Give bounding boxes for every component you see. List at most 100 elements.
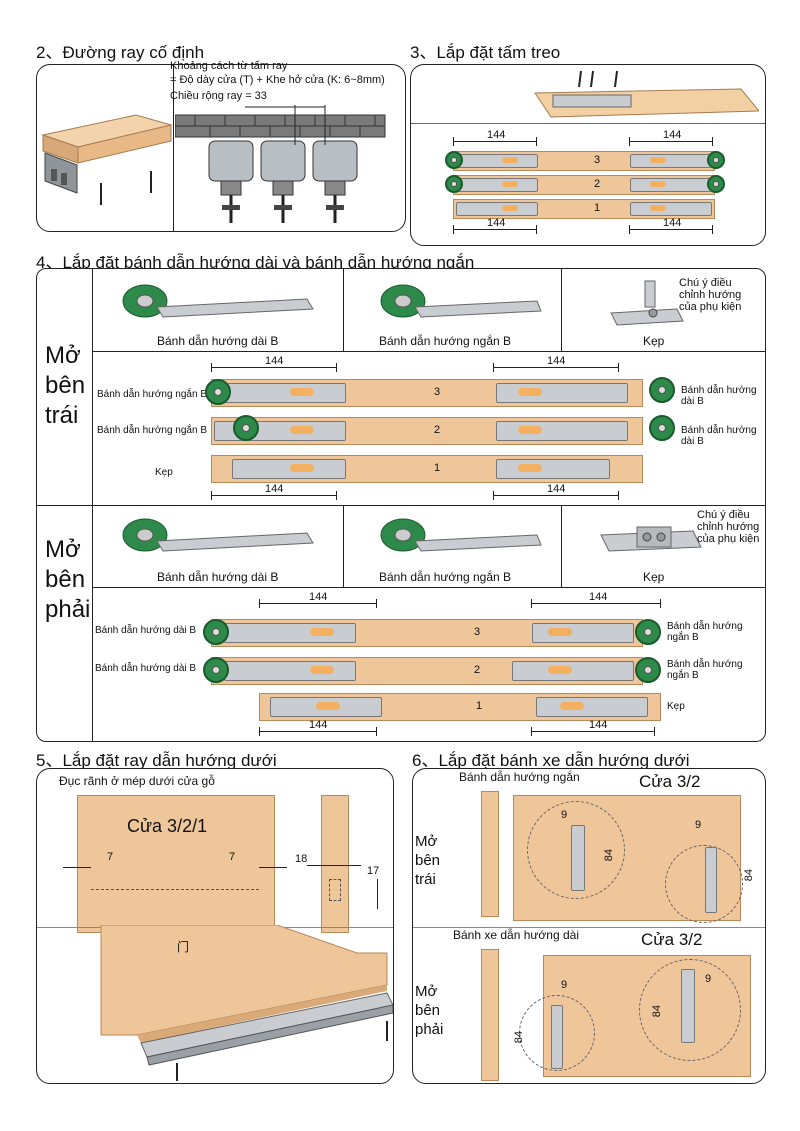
divider (92, 351, 765, 352)
guide-wheel-icon (203, 619, 229, 645)
section-2-title: 2、Đường ray cố định (36, 43, 205, 62)
fixed-rail-illustration (41, 114, 173, 205)
dim-label: 144 (487, 129, 506, 141)
dim-18: 18 (295, 853, 308, 865)
guide-bracket (681, 969, 695, 1043)
dim-7-right (259, 867, 287, 868)
section-3-panel: 144 144 3 2 1 144 144 (410, 64, 766, 246)
guide-wheel-icon (635, 657, 661, 683)
gap-label-1: Khoảng cách từ tấm ray (170, 60, 288, 72)
short-b-label: Bánh dẫn hướng ngắn B (97, 425, 208, 436)
dim-label: 144 (309, 719, 328, 731)
guide-wheel-icon (649, 377, 675, 403)
door-number: 3 (434, 386, 441, 398)
dim-label: 144 (589, 719, 608, 731)
dim-9: 9 (561, 809, 568, 821)
divider (343, 269, 344, 351)
groove-label: Đục rãnh ở mép dưới cửa gỗ (59, 774, 215, 788)
guide-wheel-icon (233, 415, 259, 441)
door-number: 2 (594, 178, 601, 190)
dimension-line (493, 491, 619, 500)
guide-wheel-icon (205, 379, 231, 405)
dim-left-bottom (453, 225, 537, 234)
long-wheel-label: Bánh xe dẫn hướng dài (453, 928, 579, 942)
short-guide-wheel-b-illustration (380, 518, 542, 552)
door-number: 1 (434, 462, 441, 474)
door-board-3: 3 (211, 379, 643, 407)
dim-right-top (629, 137, 713, 146)
guide-bracket (705, 847, 717, 913)
groove-line (91, 889, 259, 890)
short-b-label: Bánh dẫn hướng ngắn B (97, 389, 208, 400)
dim-9: 9 (561, 979, 568, 991)
guide-wheel-icon (445, 175, 463, 193)
door-number: 1 (594, 202, 601, 214)
guide-wheel-icon (445, 151, 463, 169)
clip-label: Kẹp (155, 467, 173, 478)
dim-17: 17 (367, 865, 380, 877)
gap-label-2: = Độ dày cửa (T) + Khe hở cửa (K: 6~8mm) (170, 74, 385, 86)
guide-wheel-icon (707, 151, 725, 169)
dim-label: 144 (487, 217, 506, 229)
dimension-line (211, 363, 337, 372)
section-5-title: 5、Lắp đặt ray dẫn hướng dưới (36, 751, 277, 770)
section-6-title: 6、Lắp đặt bánh xe dẫn hướng dưới (412, 751, 690, 770)
bottom-rail-install-illustration (100, 925, 393, 1081)
door-mark: 门 (177, 940, 190, 954)
section-2-panel: Khoảng cách từ tấm ray = Độ dày cửa (T) … (36, 60, 406, 232)
guide-bracket (571, 825, 585, 891)
dim-left-top (453, 137, 537, 146)
dim-line (307, 865, 361, 866)
part-label: Bánh dẫn hướng ngắn B (379, 334, 512, 348)
dim-9: 9 (695, 819, 702, 831)
door-edge-view (481, 791, 499, 917)
section-4-title: 4、Lắp đặt bánh dẫn hướng dài và bánh dẫn… (36, 253, 475, 272)
part-label: Bánh dẫn hướng dài B (157, 570, 279, 584)
door-board-1: 1 (259, 693, 661, 721)
dimension-line (259, 599, 377, 608)
short-guide-wheel-b-illustration (380, 284, 542, 318)
clip-label: Kẹp (667, 701, 685, 712)
dim-label: 144 (547, 483, 566, 495)
door-label: Cửa 3/2 (641, 930, 703, 949)
door-number: 2 (434, 424, 441, 436)
long-guide-wheel-b-illustration (122, 284, 314, 318)
guide-wheel-icon (707, 175, 725, 193)
dim-84: 84 (513, 1031, 525, 1044)
dim-7: 7 (229, 851, 236, 863)
part-label: Kẹp (643, 570, 665, 584)
ceiling-rollers-illustration (175, 105, 386, 223)
divider (92, 587, 765, 588)
door-number: 3 (474, 626, 481, 638)
divider (561, 269, 562, 351)
short-wheel-label: Bánh dẫn hướng ngắn (459, 770, 580, 784)
door-label: Cửa 3/2 (639, 772, 701, 791)
divider (561, 505, 562, 587)
detail-circle (527, 801, 625, 899)
door-board-2: 2 (453, 175, 715, 195)
dimension-line (493, 363, 619, 372)
long-b-label: Bánh dẫn hướng dài B (95, 663, 197, 674)
dimension-line (211, 491, 337, 500)
clip-illustration (600, 526, 702, 552)
door-number: 2 (474, 664, 481, 676)
dim-84: 84 (651, 1005, 663, 1018)
divider (343, 505, 344, 587)
divider (173, 65, 174, 231)
door-panel (77, 795, 275, 933)
guide-wheel-icon (635, 619, 661, 645)
groove-section (329, 879, 341, 901)
door-number: 1 (476, 700, 483, 712)
door-edge-view (321, 795, 349, 933)
part-label: Bánh dẫn hướng dài B (157, 334, 279, 348)
dimension-line (531, 599, 661, 608)
hanging-plate-top-illustration (534, 70, 759, 118)
